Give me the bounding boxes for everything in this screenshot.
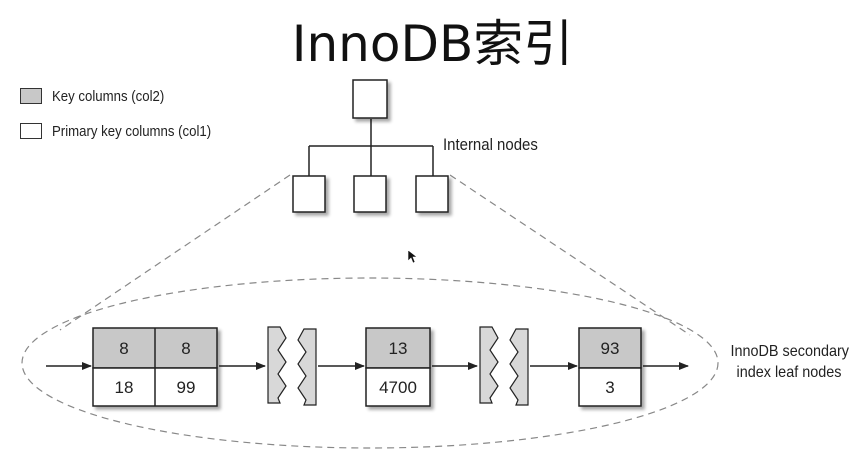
legend-pk-label: Primary key columns (col1) <box>52 122 212 140</box>
page-break-1 <box>267 326 317 406</box>
leaf2-key-1: 13 <box>389 339 408 358</box>
legend-key-swatch <box>20 88 42 104</box>
leaf-nodes-label-line2: index leaf nodes <box>736 364 842 381</box>
internal-node-1 <box>292 175 326 213</box>
leaf-page-1 <box>92 327 218 407</box>
legend-pk-swatch <box>20 123 42 139</box>
leaf-page-2 <box>365 327 431 407</box>
root-node <box>352 79 388 119</box>
legend-key-label: Key columns (col2) <box>52 87 165 105</box>
cone-line-left <box>59 174 291 331</box>
leaf2-pk-1: 4700 <box>379 378 417 397</box>
leaf1-pk-1: 18 <box>115 378 134 397</box>
page-break-2 <box>479 326 529 406</box>
leaf1-key-2: 8 <box>181 339 190 358</box>
tree-connectors <box>308 119 434 176</box>
leaf3-pk-1: 3 <box>605 378 614 397</box>
leaf1-pk-2: 99 <box>177 378 196 397</box>
leaf-nodes-label: InnoDB secondary index leaf nodes <box>730 341 849 383</box>
mouse-cursor-icon <box>407 249 418 264</box>
internal-nodes-label: Internal nodes <box>443 135 538 154</box>
legend-primary-key-columns: Primary key columns (col1) <box>20 120 233 142</box>
leaf1-key-1: 8 <box>119 339 128 358</box>
leaf-page-3 <box>578 327 642 407</box>
cone-line-right <box>449 174 691 336</box>
internal-node-3 <box>415 175 449 213</box>
leaf-level-ellipse <box>21 277 719 449</box>
leaf-nodes-label-line1: InnoDB secondary <box>730 343 849 360</box>
internal-node-2 <box>353 175 387 213</box>
legend-key-columns: Key columns (col2) <box>20 85 180 107</box>
page-title: InnoDB索引 <box>291 15 574 73</box>
leaf3-key-1: 93 <box>601 339 620 358</box>
